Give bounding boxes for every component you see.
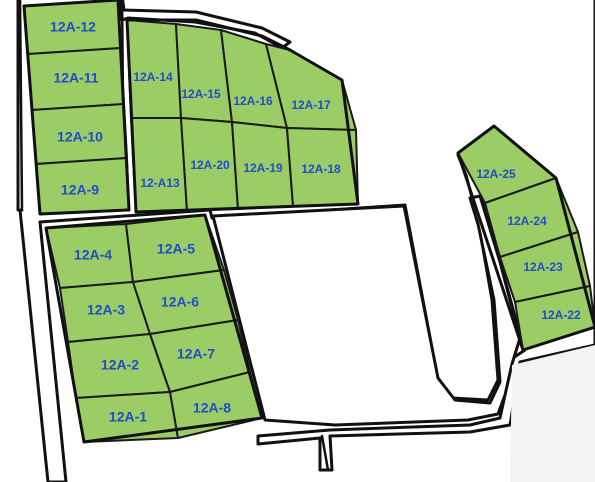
road-edge-left xyxy=(18,0,24,210)
lot-12a-10[interactable]: 12A-10 xyxy=(31,103,128,165)
lot-label: 12A-20 xyxy=(190,158,230,172)
road-spur xyxy=(320,434,330,472)
lot-12a13[interactable]: 12-A13 xyxy=(130,117,188,213)
lot-12a-3[interactable]: 12A-3 xyxy=(59,281,151,343)
block-outline-north xyxy=(125,18,360,214)
block-outline-east xyxy=(456,124,595,352)
lot-12a-16[interactable]: 12A-16 xyxy=(220,29,288,129)
lot-label: 12A-23 xyxy=(523,260,563,274)
lot-shape[interactable] xyxy=(130,117,188,213)
lot-label: 12A-10 xyxy=(57,129,103,145)
lot-label: 12A-14 xyxy=(133,70,173,84)
block-outline-west xyxy=(22,0,131,216)
lot-label: 12A-12 xyxy=(50,19,96,35)
lot-12a-11[interactable]: 12A-11 xyxy=(27,47,125,111)
lot-12a-14[interactable]: 12A-14 xyxy=(126,19,182,119)
lot-label: 12A-5 xyxy=(157,241,195,257)
lot-label: 12A-22 xyxy=(541,308,581,322)
lot-label: 12A-16 xyxy=(233,94,273,108)
lot-label: 12A-3 xyxy=(87,302,125,318)
lot-label: 12A-18 xyxy=(301,162,341,176)
block-outline-south xyxy=(44,213,264,444)
lot-12a-22[interactable]: 12A-22 xyxy=(514,285,595,351)
lot-label: 12A-7 xyxy=(177,346,215,362)
lot-label: 12A-2 xyxy=(101,357,139,373)
lot-label: 12A-15 xyxy=(181,87,221,101)
lot-label: 12A-1 xyxy=(109,409,147,425)
lot-shape[interactable] xyxy=(126,19,182,119)
lot-label: 12A-8 xyxy=(193,400,231,416)
lot-label: 12A-24 xyxy=(507,214,547,228)
lot-label: 12A-9 xyxy=(61,182,99,198)
lots-layer: 12A-12 12A-11 12A-10 12A-9 12A-14 12A-15 12A-1… xyxy=(22,0,595,444)
lot-12a-18[interactable]: 12A-18 xyxy=(286,127,359,207)
lot-12a-4[interactable]: 12A-4 xyxy=(45,223,134,289)
lot-12a-9[interactable]: 12A-9 xyxy=(35,157,130,215)
upper-road xyxy=(118,0,292,50)
lot-label: 12A-17 xyxy=(291,98,331,112)
lot-label: 12A-6 xyxy=(161,294,199,310)
lot-label: 12A-25 xyxy=(476,167,516,181)
lot-label: 12A-4 xyxy=(74,247,112,263)
lot-12a-20[interactable]: 12A-20 xyxy=(180,117,239,212)
lot-12a-12[interactable]: 12A-12 xyxy=(23,0,122,55)
lot-12a-1[interactable]: 12A-1 xyxy=(75,391,179,443)
lot-label: 12-A13 xyxy=(140,176,180,190)
central-block xyxy=(211,194,522,427)
lot-label: 12A-11 xyxy=(53,70,98,86)
lot-shape[interactable] xyxy=(514,285,595,351)
bottom-right-background xyxy=(510,345,595,482)
lot-12a-19[interactable]: 12A-19 xyxy=(231,121,294,210)
lot-label: 12A-19 xyxy=(243,161,283,175)
